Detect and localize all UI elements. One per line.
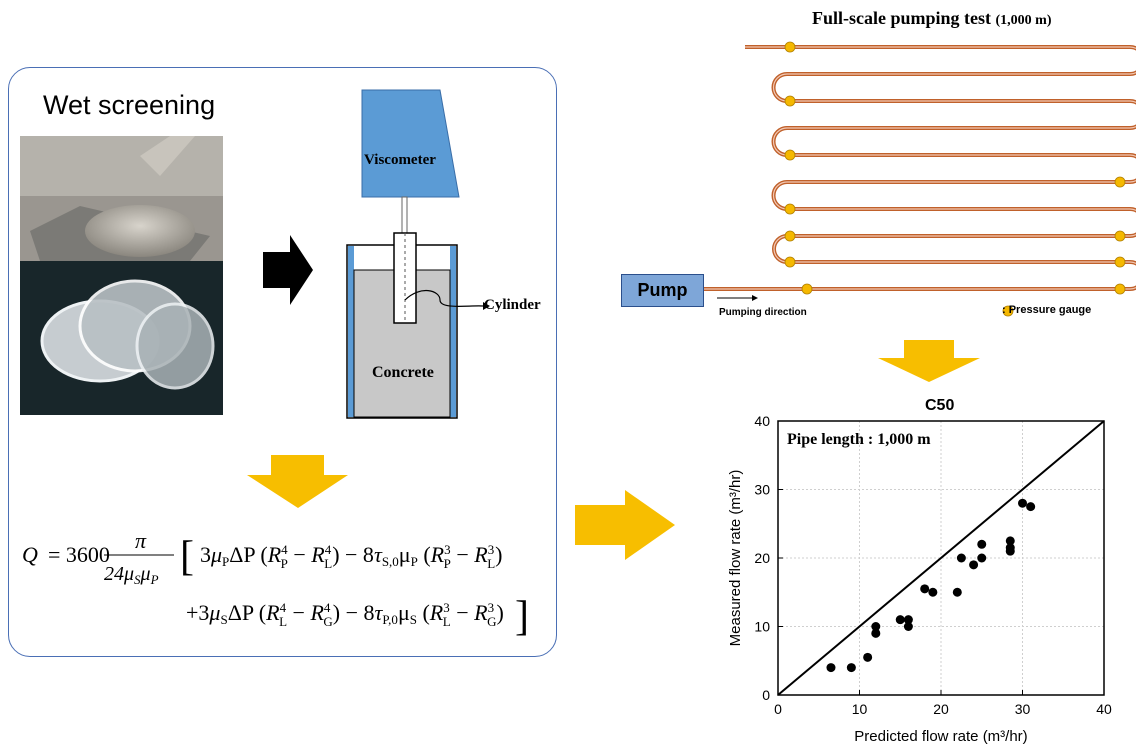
cylinder-label: Cylinder <box>484 297 541 313</box>
pressure-gauge-legend: : Pressure gauge <box>1002 304 1092 316</box>
viscometer-shaft <box>401 196 408 234</box>
container-wall-left <box>348 246 354 417</box>
down-arrow-left <box>247 455 348 508</box>
y-tick-label: 20 <box>754 550 770 566</box>
viscometer-body <box>361 89 460 198</box>
pumping-direction-label: Pumping direction <box>719 307 807 318</box>
svg-text:+3μSΔP (R4L − R4G) − 8τP,0μS (: +3μSΔP (R4L − R4G) − 8τP,0μS (R3L − R3G) <box>186 600 504 629</box>
process-arrow-black <box>263 235 313 305</box>
data-point <box>1005 536 1015 546</box>
y-tick-label: 30 <box>754 482 770 498</box>
data-point <box>928 587 938 597</box>
svg-text:[: [ <box>180 534 194 580</box>
pump-label: Pump <box>637 280 688 300</box>
data-point <box>1026 502 1036 512</box>
reference-line <box>777 420 1105 696</box>
data-point <box>1005 543 1015 553</box>
chart-title: C50 <box>925 397 955 414</box>
wet-screening-photos <box>20 136 223 415</box>
pumping-test-title: Full-scale pumping test (1,000 m) <box>812 8 1052 29</box>
y-axis-label: Measured flow rate (m³/hr) <box>727 470 744 647</box>
svg-text:= 3600: = 3600 <box>48 542 110 567</box>
process-arrow-right <box>575 490 675 560</box>
viscometer-label: Viscometer <box>364 152 436 168</box>
chart-annotation: Pipe length : 1,000 m <box>787 431 931 448</box>
svg-text:π: π <box>135 528 147 553</box>
y-tick-label: 10 <box>754 619 770 635</box>
wet-screening-title: Wet screening <box>43 90 216 120</box>
x-tick-label: 0 <box>774 701 782 717</box>
data-point <box>846 663 856 673</box>
data-point <box>903 615 913 625</box>
svg-text:]: ] <box>515 594 529 640</box>
pump-box: Pump <box>621 274 704 307</box>
svg-text:24μSμP: 24μSμP <box>104 563 159 587</box>
x-tick-label: 30 <box>1015 701 1031 717</box>
x-axis-label: Predicted flow rate (m³/hr) <box>854 728 1027 745</box>
data-point <box>863 652 873 662</box>
data-point <box>969 560 979 570</box>
pump-pipe <box>704 45 1136 291</box>
data-point <box>1018 498 1027 508</box>
svg-text:Q: Q <box>22 542 38 567</box>
pressure-gauges <box>784 41 1126 317</box>
wet-screening-panel <box>8 67 557 657</box>
data-point <box>826 663 836 673</box>
concrete-label: Concrete <box>372 364 434 381</box>
down-arrow-right <box>878 340 980 382</box>
x-tick-label: 20 <box>933 701 949 717</box>
data-point <box>952 587 962 597</box>
data-point <box>871 628 881 638</box>
svg-text:3μPΔP (R4P − R4L) − 8τS,0μP (R: 3μPΔP (R4P − R4L) − 8τS,0μP (R3P − R3L) <box>200 542 503 571</box>
data-point <box>977 539 987 549</box>
x-tick-label: 40 <box>1096 701 1112 717</box>
y-tick-label: 40 <box>754 413 770 429</box>
data-point <box>956 553 966 563</box>
data-point <box>903 622 913 631</box>
pumping-test-title-text: Full-scale pumping test <box>812 8 992 28</box>
data-point <box>920 584 930 594</box>
data-point <box>871 622 881 631</box>
y-tick-label: 0 <box>762 687 770 703</box>
container-wall-right <box>450 246 456 417</box>
pumping-test-length: (1,000 m) <box>995 13 1052 28</box>
x-tick-label: 10 <box>852 701 868 717</box>
data-point <box>977 553 987 563</box>
data-point <box>895 615 905 625</box>
